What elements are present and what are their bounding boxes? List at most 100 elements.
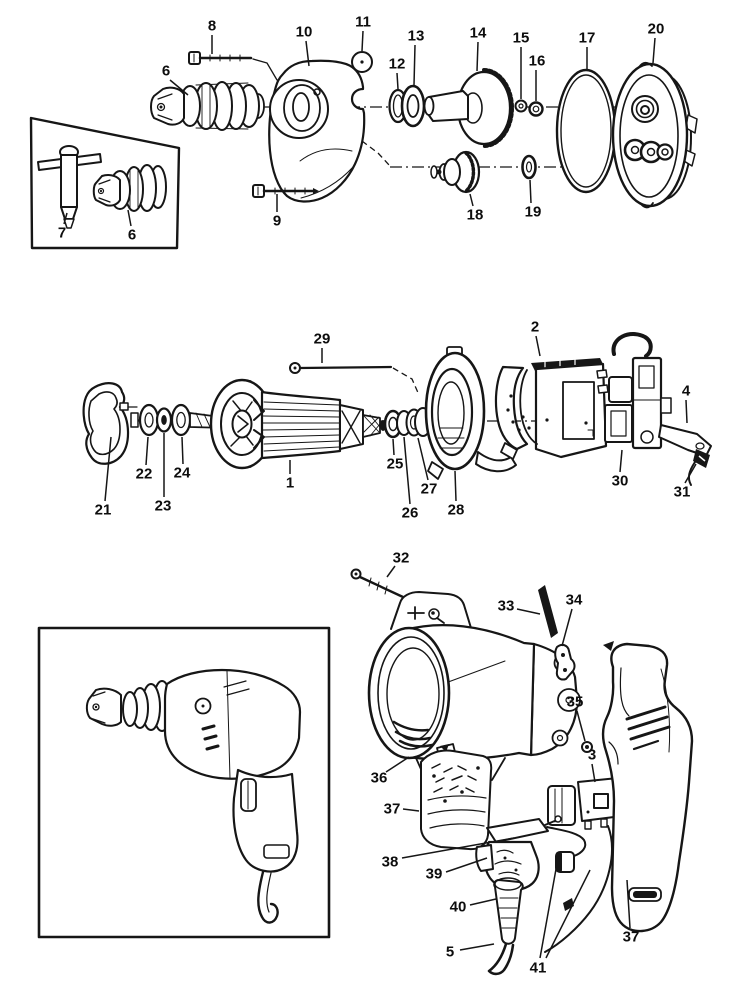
part-lever-4 <box>658 424 712 457</box>
part-washer-19 <box>521 154 537 180</box>
part-number-label: 30 <box>612 473 629 490</box>
part-number-label: 22 <box>136 466 153 483</box>
callout-6-chuck: 6 <box>162 63 189 96</box>
callout-leader-line <box>445 857 488 873</box>
part-number-label: 23 <box>155 498 172 515</box>
part-end-plate-20 <box>611 61 698 209</box>
callout-26-washer: 26 <box>402 436 418 522</box>
part-baffle-21 <box>82 382 138 465</box>
part-number-label: 25 <box>387 456 404 473</box>
callout-5-cord: 5 <box>446 943 495 961</box>
part-number-label: 19 <box>525 204 542 221</box>
part-number-label: 5 <box>446 944 454 961</box>
part-housing-half-right-37 <box>601 641 694 933</box>
part-number-label: 24 <box>174 465 191 482</box>
part-screw-29 <box>289 362 420 396</box>
part-number-label: 18 <box>467 207 484 224</box>
part-number-label: 6 <box>162 63 170 80</box>
callout-leader-line <box>529 179 532 204</box>
callout-23-washer: 23 <box>155 433 172 515</box>
callout-18-gear: 18 <box>467 193 484 224</box>
part-brush-holder-30 <box>604 332 672 450</box>
callout-36-motor-housing: 36 <box>371 756 410 787</box>
callout-14-spindle-gear: 14 <box>470 25 487 72</box>
callout-37-housing-half: 37 <box>623 879 640 946</box>
part-number-label: 8 <box>208 18 216 35</box>
part-number-label: 7 <box>58 225 66 242</box>
callout-24-washer: 24 <box>174 436 191 482</box>
callout-leader-line <box>469 193 474 207</box>
part-number-label: 37 <box>623 929 640 946</box>
callout-32-screw: 32 <box>386 550 409 578</box>
part-number-label: 11 <box>355 14 371 31</box>
part-retaining-ring-16 <box>528 101 544 117</box>
callout-22-washer: 22 <box>136 436 153 483</box>
callout-6-chuck: 6 <box>127 209 136 244</box>
part-field-2 <box>494 358 609 460</box>
part-number-label: 41 <box>530 960 547 977</box>
callout-leader-line <box>476 41 479 72</box>
part-cord-guard-40 <box>493 877 524 945</box>
callout-9-screw: 9 <box>273 194 281 230</box>
assembled-drill <box>85 668 302 924</box>
callout-leader-line <box>127 209 132 227</box>
callout-34-clip: 34 <box>561 592 583 647</box>
callout-leader-line <box>169 79 189 96</box>
part-number-label: 37 <box>384 801 401 818</box>
callout-leader-line <box>545 869 591 959</box>
part-number-label: 17 <box>579 30 596 47</box>
callout-41-lead-wires: 41 <box>530 857 591 977</box>
part-screw-9 <box>252 184 319 198</box>
part-lead-wires-41 <box>544 825 613 953</box>
part-spindle-gear-14 <box>423 68 514 148</box>
callout-leader-line <box>361 30 364 52</box>
part-number-label: 1 <box>286 475 294 492</box>
part-number-label: 13 <box>408 28 425 45</box>
callout-leader-line <box>145 436 149 466</box>
part-number-label: 36 <box>371 770 388 787</box>
callout-11-detent-ball: 11 <box>355 14 371 52</box>
callout-13-bearing: 13 <box>408 28 425 86</box>
part-number-label: 16 <box>529 53 546 70</box>
callout-21-baffle: 21 <box>95 436 112 519</box>
callout-7-chuck-key: 7 <box>58 212 68 242</box>
callout-12-washer: 12 <box>389 56 405 90</box>
callout-25-bearing: 25 <box>387 438 404 473</box>
callout-20-end-plate: 20 <box>648 21 664 64</box>
part-number-label: 4 <box>682 383 691 400</box>
part-number-label: 38 <box>382 854 399 871</box>
callout-31-terminal: 31 <box>674 463 697 501</box>
part-number-label: 2 <box>531 319 539 336</box>
part-brush-lever-33 <box>538 585 558 638</box>
part-number-label: 27 <box>421 481 438 498</box>
callout-38-connector: 38 <box>382 837 515 871</box>
callout-leader-line <box>104 436 112 502</box>
part-chuck-key <box>37 145 102 229</box>
part-number-label: 3 <box>588 747 596 764</box>
callout-30-brush-holder: 30 <box>612 449 629 490</box>
callout-leader-line <box>652 37 656 64</box>
callout-leader-line <box>63 212 68 225</box>
callout-leader-line <box>576 710 586 742</box>
callout-10-gear-case: 10 <box>296 24 313 67</box>
part-armature <box>209 378 386 470</box>
callout-leader-line <box>401 837 515 859</box>
part-gasket-17 <box>555 68 617 194</box>
callout-19-washer: 19 <box>525 179 542 221</box>
callout-29-screw: 29 <box>314 331 331 363</box>
part-terminal-31 <box>687 449 710 486</box>
part-chuck-inset <box>92 164 167 212</box>
part-number-label: 29 <box>314 331 331 348</box>
part-number-label: 40 <box>450 899 467 916</box>
part-number-label: 14 <box>470 25 487 42</box>
part-screw-32 <box>350 568 405 599</box>
callout-leader-line <box>535 335 541 357</box>
part-washer-15 <box>514 99 528 113</box>
callout-33-brush-lever: 33 <box>498 598 541 615</box>
callout-leader-line <box>181 436 184 465</box>
part-chuck-main <box>150 81 265 131</box>
callout-leader-line <box>454 470 457 502</box>
callout-28-bearing-retainer: 28 <box>448 470 464 519</box>
part-number-label: 10 <box>296 24 313 41</box>
callout-leader-line <box>539 857 559 959</box>
